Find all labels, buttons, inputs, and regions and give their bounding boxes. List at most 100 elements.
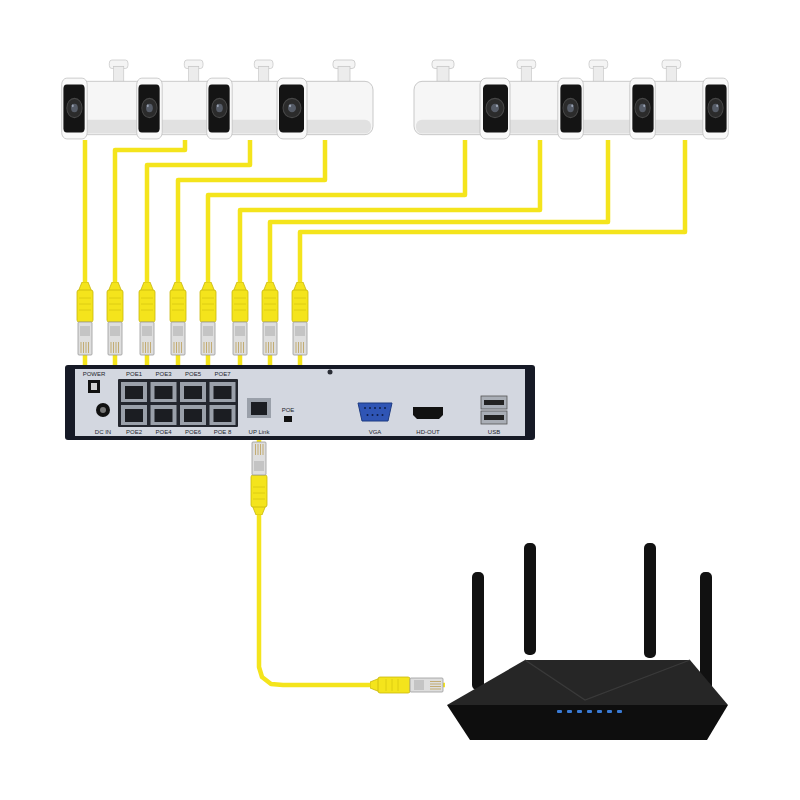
power-switch-rocker	[91, 383, 97, 390]
rj45-plug	[292, 282, 308, 355]
uplink-plugs	[251, 442, 443, 693]
camera-illustration	[572, 60, 657, 140]
vga-port	[358, 403, 392, 421]
vga-pin	[364, 407, 366, 409]
port-label: POWER	[83, 371, 106, 377]
port-label: POE1	[126, 371, 142, 377]
camera-hood	[62, 78, 87, 139]
camera-hood	[703, 78, 729, 139]
wifi-router	[445, 540, 730, 745]
port-label: POE4	[155, 429, 171, 435]
ethernet-cable	[115, 140, 185, 365]
vga-pin	[367, 414, 369, 416]
poe-port	[151, 382, 177, 402]
rj45-plug	[251, 442, 267, 515]
usb-tongue	[484, 400, 504, 405]
rj45-plug	[77, 282, 93, 355]
camera-body-group	[414, 60, 510, 139]
port-label: HD-OUT	[416, 429, 439, 435]
router-ridge	[525, 660, 690, 700]
vga-pin	[382, 414, 384, 416]
camera-hood	[207, 78, 233, 139]
camera-illustration	[500, 60, 585, 140]
usb-port	[481, 396, 507, 409]
poe-port	[210, 405, 236, 425]
router-illustration	[445, 540, 730, 745]
camera-body-group	[574, 60, 656, 139]
camera-lens-core	[216, 104, 223, 113]
ethernet-cable	[147, 140, 250, 365]
camera-lens	[486, 98, 504, 117]
usb-tongue	[484, 415, 504, 420]
router-led	[607, 710, 612, 713]
camera-lens-core	[146, 104, 153, 113]
camera-face	[208, 85, 229, 133]
camera-lens	[563, 98, 578, 117]
ip-camera	[412, 60, 512, 140]
port-label: UP Link	[249, 429, 270, 435]
usb-port	[481, 411, 507, 424]
camera-body-group	[277, 60, 373, 139]
port-label: POE	[282, 407, 295, 413]
hdmi-port	[413, 407, 443, 419]
port-label: POE5	[185, 371, 201, 377]
rj45-plug	[139, 282, 155, 355]
router-led	[587, 710, 592, 713]
rj45-plug	[262, 282, 278, 355]
camera-face	[63, 85, 84, 133]
camera-lens-core	[567, 104, 574, 113]
camera-illustration	[275, 60, 375, 140]
poe-port	[121, 405, 147, 425]
camera-illustration	[60, 60, 145, 140]
camera-hood	[137, 78, 163, 139]
nvr-screw	[328, 370, 333, 375]
camera-hood	[480, 78, 510, 139]
vga-pin	[372, 414, 374, 416]
dc-jack-pin	[100, 407, 106, 413]
camera-lens	[67, 98, 82, 117]
dc-jack	[96, 403, 110, 417]
vga-pin	[379, 407, 381, 409]
camera-face	[483, 85, 508, 133]
camera-face	[279, 85, 304, 133]
ethernet-cable	[208, 140, 465, 365]
camera-illustration	[645, 60, 730, 140]
ip-camera	[275, 60, 375, 140]
ethernet-cable	[300, 140, 685, 365]
port-label: POE 8	[214, 429, 232, 435]
port-label: POE3	[155, 371, 171, 377]
camera-hood	[630, 78, 656, 139]
camera-lens-glint	[496, 105, 498, 108]
poe-port-socket	[214, 409, 232, 422]
camera-body-group	[502, 60, 584, 139]
ethernet-cable	[270, 140, 608, 365]
camera-lens	[635, 98, 650, 117]
camera-lens-glint	[217, 105, 219, 108]
ip-camera	[500, 60, 585, 140]
uplink-port	[247, 398, 271, 418]
poe-port-socket	[214, 386, 232, 399]
port-label: POE6	[185, 429, 201, 435]
port-label: DC IN	[95, 429, 111, 435]
router-front	[447, 705, 728, 740]
poe-port-socket	[125, 386, 143, 399]
port-label: USB	[488, 429, 500, 435]
camera-hood	[277, 78, 307, 139]
router-antenna	[472, 572, 484, 690]
poe-port-socket	[155, 386, 173, 399]
camera-face	[138, 85, 159, 133]
camera-face	[632, 85, 653, 133]
camera-face	[705, 85, 726, 133]
vga-pin	[369, 407, 371, 409]
nvr-chassis	[65, 365, 535, 440]
poe-port	[151, 405, 177, 425]
rj45-plug	[107, 282, 123, 355]
poe-port-block	[118, 379, 238, 427]
rj45-plug	[370, 677, 443, 693]
port-label: POE2	[126, 429, 142, 435]
power-switch	[88, 380, 100, 393]
camera-body-group	[207, 60, 289, 139]
camera-lens-glint	[571, 105, 573, 108]
camera-lens	[142, 98, 157, 117]
